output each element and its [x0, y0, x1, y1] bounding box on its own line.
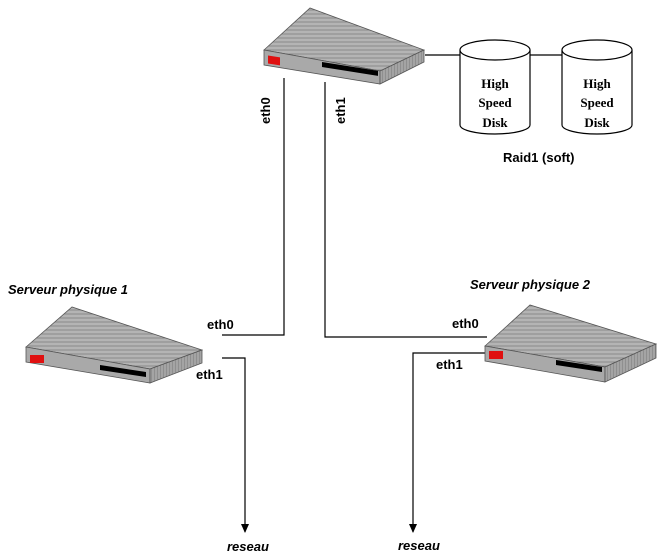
server1	[25, 306, 204, 384]
raid-label: Raid1 (soft)	[503, 150, 575, 165]
server1-side	[149, 349, 203, 384]
link-server1-eth1-reseau	[222, 357, 246, 532]
disk-1-label-line1: High	[481, 76, 509, 91]
arrow-server1-reseau	[241, 524, 249, 533]
arrow-server2-reseau	[409, 524, 417, 533]
storage-server-led	[268, 55, 280, 66]
disk-1-label-line2: Speed	[478, 95, 512, 110]
server2-slot	[556, 360, 602, 372]
server1-title: Serveur physique 1	[8, 282, 128, 297]
link-storage-eth0-server1-eth0	[222, 78, 285, 336]
storage-server	[263, 7, 426, 85]
disk-2-label-line2: Speed	[580, 95, 614, 110]
server1-eth1-label: eth1	[196, 367, 223, 382]
storage-eth0-label: eth0	[258, 97, 273, 124]
disk-1: High Speed Disk	[459, 39, 531, 135]
disk-1-label-line3: Disk	[482, 115, 508, 130]
server2-led	[489, 351, 503, 359]
server2-eth1-label: eth1	[436, 357, 463, 372]
storage-eth1-label: eth1	[333, 97, 348, 124]
server1-slot	[100, 365, 146, 377]
server1-led	[30, 355, 44, 363]
server2-side	[604, 343, 657, 383]
server1-eth0-label: eth0	[207, 317, 234, 332]
disk-2: High Speed Disk	[561, 39, 633, 135]
disk-2-label-line3: Disk	[584, 115, 610, 130]
server2-network-label: reseau	[398, 538, 440, 553]
server2-title: Serveur physique 2	[470, 277, 591, 292]
disk-2-label-line1: High	[583, 76, 611, 91]
link-storage-eth1-server2-eth0	[324, 82, 487, 338]
link-server2-eth1-reseau	[412, 352, 487, 532]
server2-eth0-label: eth0	[452, 316, 479, 331]
server2	[484, 304, 657, 383]
server1-network-label: reseau	[227, 539, 269, 554]
storage-server-side	[379, 49, 425, 85]
storage-server-slot	[322, 61, 378, 76]
